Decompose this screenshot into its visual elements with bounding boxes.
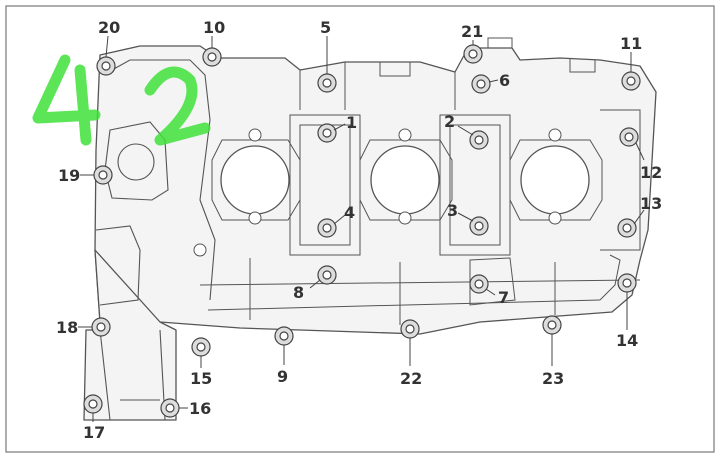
bolt-23 — [542, 315, 562, 335]
bolt-9 — [274, 326, 294, 346]
bolt-7 — [469, 274, 489, 294]
bolt-12 — [619, 127, 639, 147]
callout-label-4: 4 — [344, 203, 355, 222]
bolt-22 — [400, 319, 420, 339]
bolt-8 — [317, 265, 337, 285]
bolt-15 — [191, 337, 211, 357]
callout-label-6: 6 — [499, 71, 510, 90]
callout-label-20: 20 — [98, 18, 120, 37]
leader-lines — [78, 35, 645, 422]
callout-labels: 1 2 3 4 5 6 7 8 9 10 11 12 13 14 15 16 1… — [56, 18, 662, 442]
bolt-17 — [83, 394, 103, 414]
callout-label-1: 1 — [346, 113, 357, 132]
callout-label-22: 22 — [400, 369, 422, 388]
bolts — [83, 44, 641, 418]
bolt-11 — [621, 71, 641, 91]
callout-label-21: 21 — [461, 22, 483, 41]
bolt-19 — [93, 165, 113, 185]
callout-label-12: 12 — [640, 163, 662, 182]
callout-label-3: 3 — [447, 201, 458, 220]
callout-label-10: 10 — [203, 18, 225, 37]
bolt-16 — [160, 398, 180, 418]
handwritten-annotation-42 — [32, 54, 211, 146]
bolt-4 — [317, 218, 337, 238]
callout-label-7: 7 — [498, 288, 509, 307]
callout-label-8: 8 — [293, 283, 304, 302]
callout-label-14: 14 — [616, 331, 638, 350]
callout-label-11: 11 — [620, 34, 642, 53]
bolt-5 — [317, 73, 337, 93]
callout-label-23: 23 — [542, 369, 564, 388]
ribs — [199, 37, 641, 325]
bolt-13 — [617, 218, 637, 238]
bolt-10 — [202, 47, 222, 67]
callout-label-2: 2 — [444, 112, 455, 131]
bolt-20 — [96, 56, 116, 76]
callout-label-18: 18 — [56, 318, 78, 337]
callout-label-16: 16 — [189, 399, 211, 418]
bolt-6 — [471, 74, 491, 94]
callout-label-5: 5 — [320, 18, 331, 37]
bolt-14 — [617, 273, 637, 293]
bolt-3 — [469, 216, 489, 236]
bolt-1 — [317, 123, 337, 143]
bolt-21 — [463, 44, 483, 64]
bolt-2 — [469, 130, 489, 150]
small-dowels — [193, 128, 562, 257]
callout-label-19: 19 — [58, 166, 80, 185]
bolt-18 — [91, 317, 111, 337]
cam-bores — [220, 145, 590, 215]
callout-label-9: 9 — [277, 367, 288, 386]
callout-label-13: 13 — [640, 194, 662, 213]
callout-label-17: 17 — [83, 423, 105, 442]
callout-label-15: 15 — [190, 369, 212, 388]
